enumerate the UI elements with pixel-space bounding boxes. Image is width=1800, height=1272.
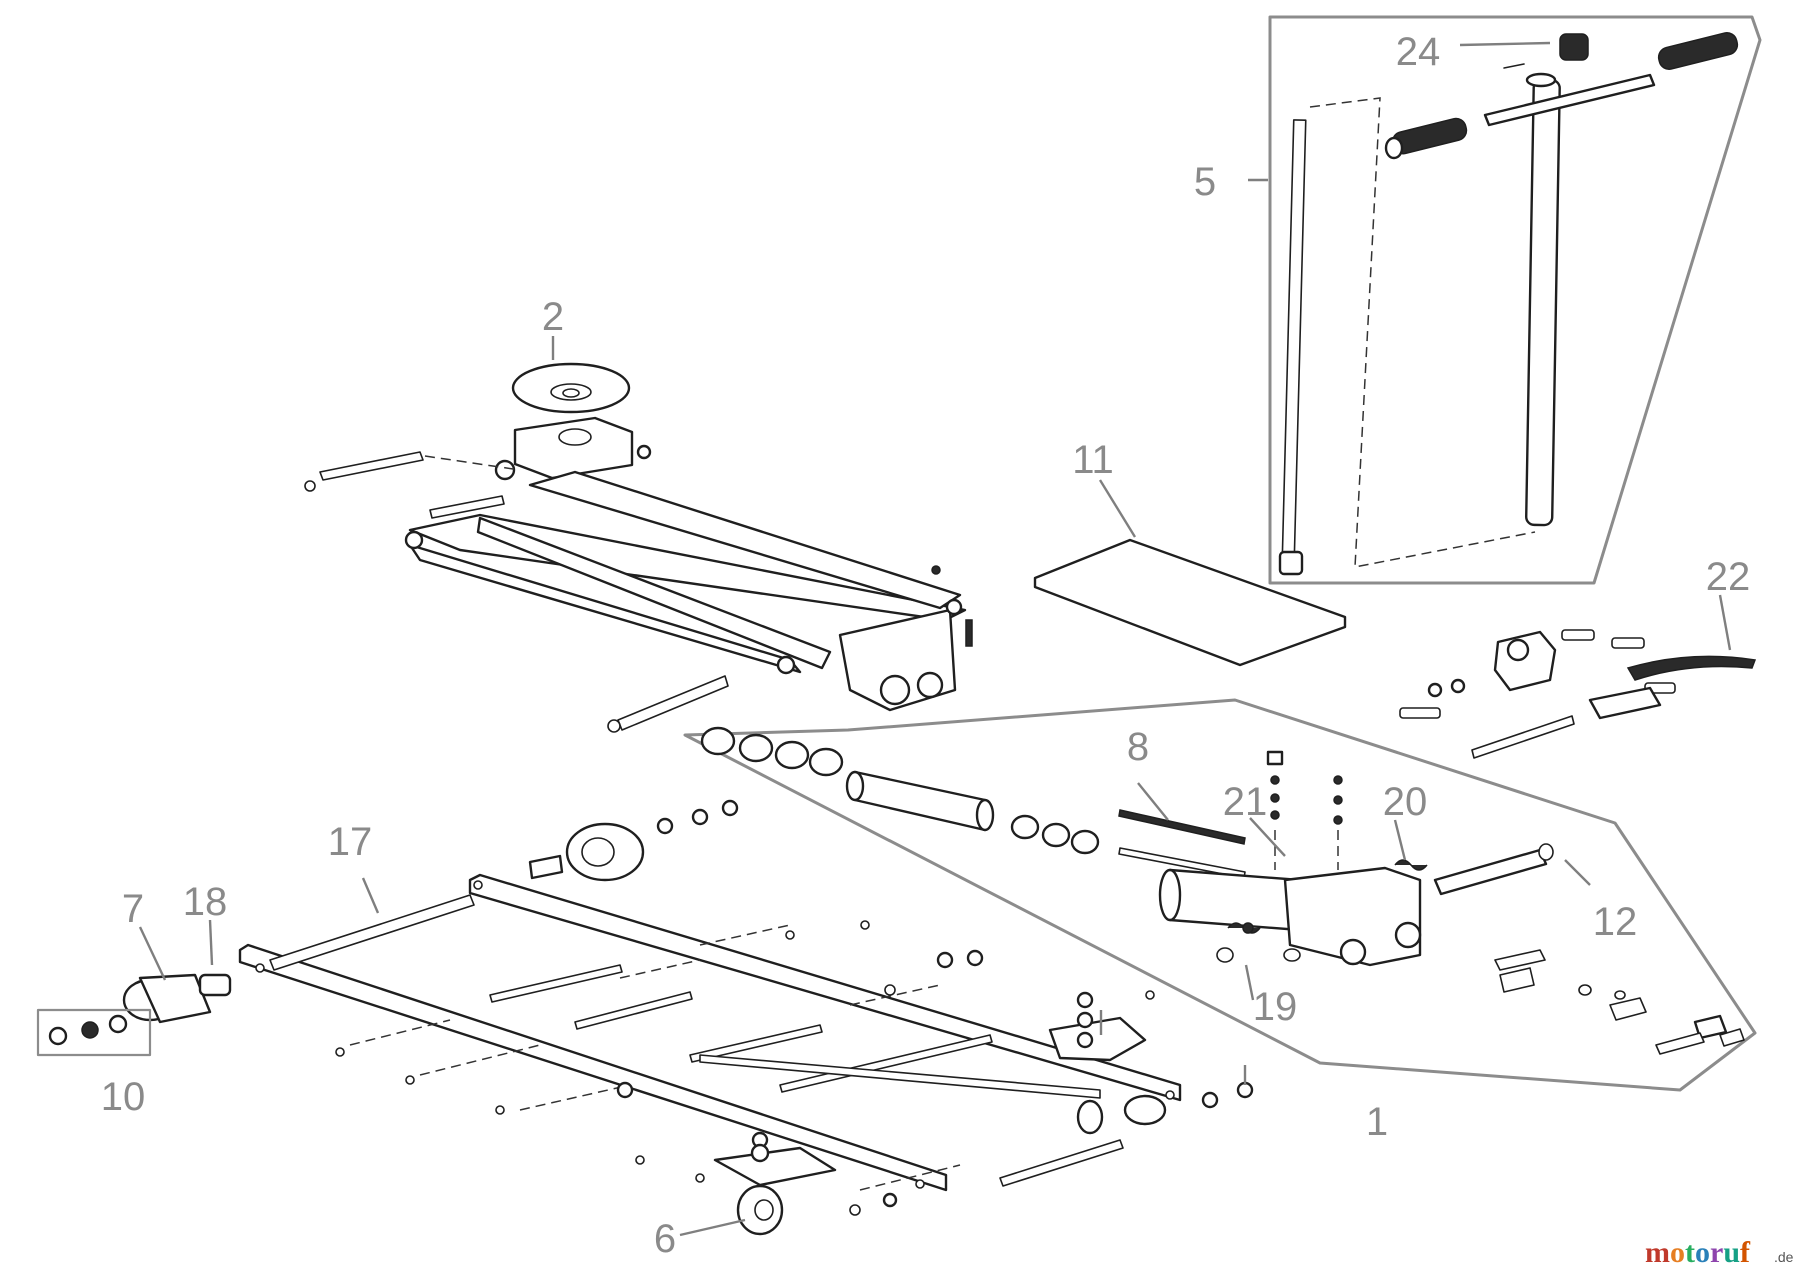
callout-2: 2 [542,295,564,339]
washer-set [36,1008,152,1057]
rear-wheel [122,973,232,1024]
motoruf-watermark: motoruf .de [1645,1236,1794,1269]
caster-wheel [713,1143,837,1236]
pump-group-outline [683,698,1757,1092]
watermark-letter: o [1695,1236,1710,1269]
callout-7: 7 [122,887,144,931]
watermark-letter: f [1740,1236,1751,1269]
chassis-frame [238,873,1182,1192]
callout-10: 10 [101,1075,146,1119]
watermark-letter: t [1685,1236,1695,1269]
callout-22: 22 [1706,555,1751,599]
callout-21: 21 [1223,780,1268,824]
callout-19: 19 [1253,985,1298,1029]
watermark-letter: m [1645,1236,1670,1269]
lifting-arm [304,416,973,733]
callout-12: 12 [1593,900,1638,944]
callout-5: 5 [1194,160,1216,204]
callout-11: 11 [1072,438,1114,482]
svg-text:motoruf: motoruf [1645,1236,1751,1269]
handle-group-outline [1268,15,1762,585]
front-roller [528,822,645,882]
callout-1: 1 [1366,1100,1388,1144]
cover-plate [1033,538,1347,667]
callout-8: 8 [1127,725,1149,769]
callout-18: 18 [183,880,228,924]
leader-lines [138,41,1732,1237]
release-linkage [1399,629,1757,759]
watermark-letter: r [1710,1236,1723,1269]
pump-unit [700,726,1745,1055]
saddle [511,362,631,414]
watermark-letter: o [1670,1236,1685,1269]
callout-24: 24 [1396,30,1441,74]
callout-17: 17 [328,820,373,864]
callout-20: 20 [1383,780,1428,824]
handle-assembly [1278,32,1739,576]
watermark-letter: u [1723,1236,1740,1269]
watermark-suffix: .de [1774,1249,1794,1265]
callout-6: 6 [654,1217,676,1261]
callout-labels: 1 2 5 6 7 8 10 11 12 17 18 19 20 21 22 2… [101,30,1751,1261]
